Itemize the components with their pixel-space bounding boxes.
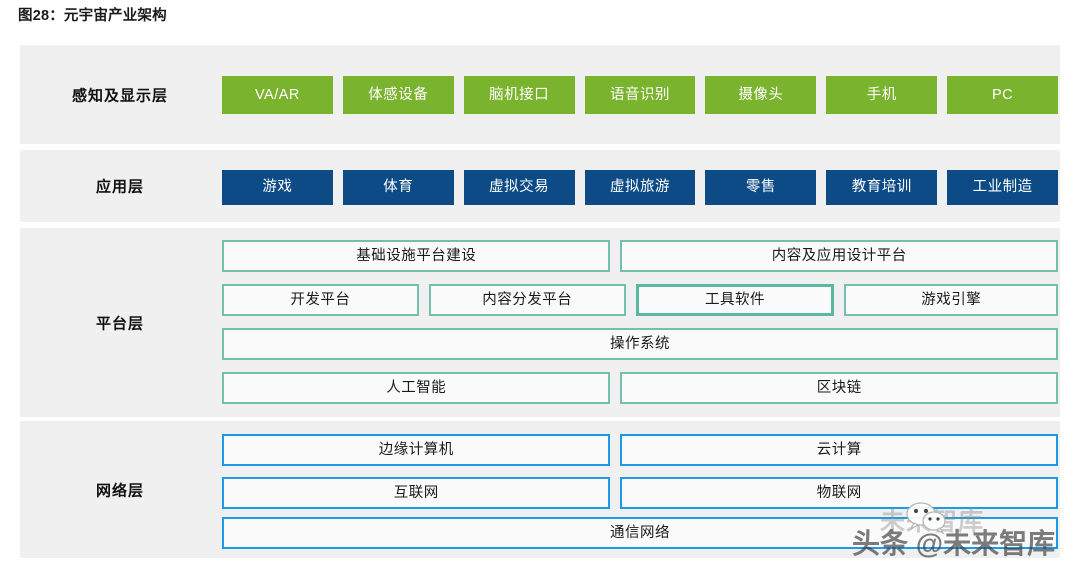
box-blockchain[interactable]: 区块链 [620,372,1058,404]
chip-voice-recognition[interactable]: 语音识别 [584,76,696,114]
box-content-distribution-platform[interactable]: 内容分发平台 [428,284,626,316]
chip-sports[interactable]: 体育 [342,170,454,205]
network-subrow-2: 互联网 物联网 [222,477,1058,509]
perception-chip-row: VA/AR 体感设备 脑机接口 语音识别 摄像头 手机 PC [222,76,1059,114]
box-game-engine[interactable]: 游戏引擎 [844,284,1059,316]
layer-label-perception: 感知及显示层 [71,87,168,104]
layer-label-platform: 平台层 [95,315,144,332]
application-chip-row: 游戏 体育 虚拟交易 虚拟旅游 零售 教育培训 工业制造 [222,170,1059,205]
platform-subrow-3: 操作系统 [222,328,1058,360]
chip-va-ar[interactable]: VA/AR [222,76,333,114]
chip-education-training[interactable]: 教育培训 [826,170,938,205]
box-artificial-intelligence[interactable]: 人工智能 [222,372,611,404]
chip-pc[interactable]: PC [947,76,1059,114]
platform-subrow-4: 人工智能 区块链 [222,372,1058,404]
platform-subrow-2: 开发平台 内容分发平台 工具软件 游戏引擎 [222,284,1059,316]
network-subrow-1: 边缘计算机 云计算 [222,434,1058,466]
box-communication-network[interactable]: 通信网络 [222,517,1058,549]
page-title: 图28：元宇宙产业架构 [18,8,167,24]
box-internet-of-things[interactable]: 物联网 [620,477,1058,509]
chip-virtual-tourism[interactable]: 虚拟旅游 [584,170,696,205]
box-cloud-computing[interactable]: 云计算 [620,434,1058,466]
box-content-and-application-design-platform[interactable]: 内容及应用设计平台 [620,240,1058,272]
network-subrow-3: 通信网络 [222,517,1058,549]
chip-retail[interactable]: 零售 [705,170,817,205]
platform-subrow-1: 基础设施平台建设 内容及应用设计平台 [222,240,1058,272]
chip-motion-device[interactable]: 体感设备 [342,76,454,114]
chip-brain-interface[interactable]: 脑机接口 [463,76,575,114]
chip-camera[interactable]: 摄像头 [705,76,817,114]
box-internet[interactable]: 互联网 [222,477,611,509]
chip-mobile-phone[interactable]: 手机 [826,76,938,114]
box-development-platform[interactable]: 开发平台 [222,284,419,316]
box-tool-software[interactable]: 工具软件 [635,284,835,316]
chip-virtual-trading[interactable]: 虚拟交易 [463,170,575,205]
box-operating-system[interactable]: 操作系统 [222,328,1058,360]
chip-games[interactable]: 游戏 [222,170,333,205]
chip-industrial-manufacturing[interactable]: 工业制造 [947,170,1059,205]
layer-label-application: 应用层 [95,178,144,196]
box-infrastructure-platform-construction[interactable]: 基础设施平台建设 [222,240,611,272]
layer-label-network: 网络层 [95,482,144,499]
box-edge-computing[interactable]: 边缘计算机 [222,434,611,466]
